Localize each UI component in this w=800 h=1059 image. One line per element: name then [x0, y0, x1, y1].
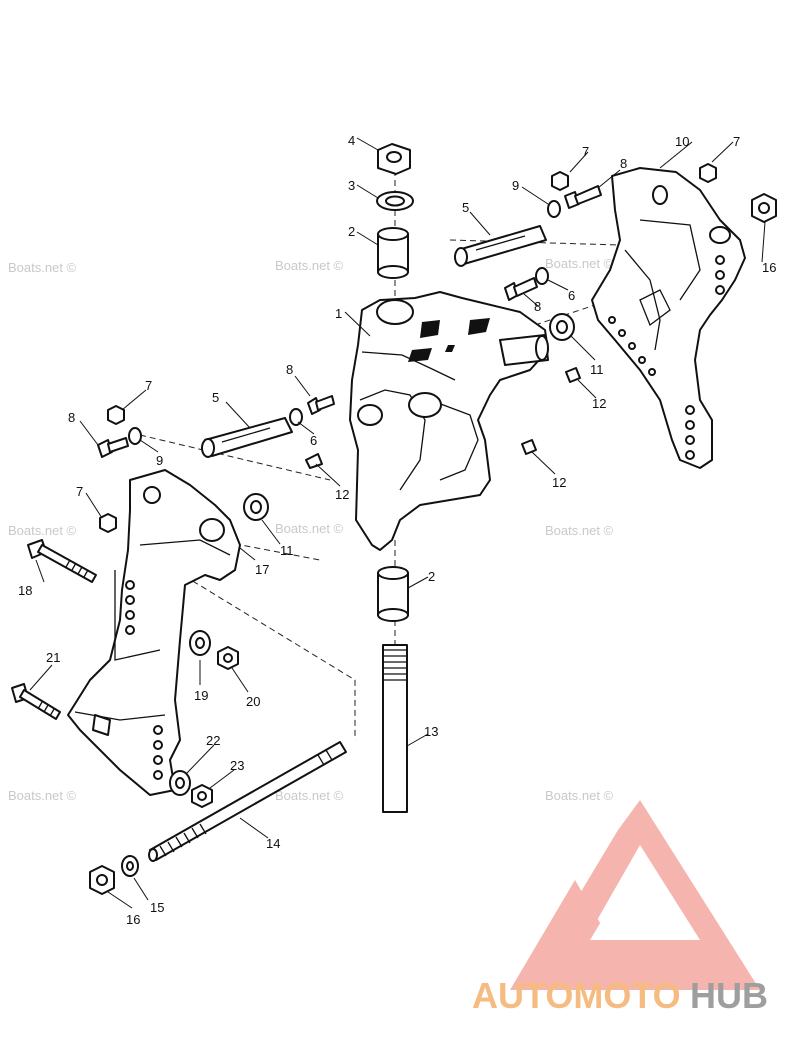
nut-20 — [217, 646, 239, 670]
label-5-right: 5 — [462, 200, 469, 215]
label-8-b: 8 — [286, 362, 293, 377]
washer-9-a — [128, 427, 142, 445]
label-2-upper: 2 — [348, 224, 355, 239]
bushing-lower — [377, 566, 409, 622]
label-8-a: 8 — [68, 410, 75, 425]
steering-tube — [382, 644, 408, 813]
label-12-c: 12 — [592, 396, 606, 411]
label-4: 4 — [348, 133, 355, 148]
washer-15 — [121, 855, 139, 877]
washer-6-a — [289, 408, 303, 426]
label-1: 1 — [335, 306, 342, 321]
link-5-right — [454, 225, 547, 267]
label-22: 22 — [206, 733, 220, 748]
label-6-b: 6 — [568, 288, 575, 303]
label-7-a: 7 — [145, 378, 152, 393]
label-7-c: 7 — [582, 144, 589, 159]
watermark-text: Boats.net © — [545, 788, 614, 803]
tilt-tube — [148, 741, 347, 862]
brand-logo: AUTOMOTO HUB — [472, 800, 768, 1016]
bolt-8-b — [307, 395, 335, 415]
label-8-d: 8 — [534, 299, 541, 314]
bushing-upper — [377, 227, 409, 279]
nut-7-d — [699, 163, 717, 183]
washer-11-left — [243, 493, 269, 521]
bolt-21 — [11, 683, 61, 720]
brand-text-secondary: HUB — [690, 975, 768, 1016]
label-19: 19 — [194, 688, 208, 703]
nut-7-a — [107, 405, 125, 425]
watermark-text: Boats.net © — [8, 523, 77, 538]
label-7-b: 7 — [76, 484, 83, 499]
swivel-bracket — [349, 291, 549, 551]
label-11-right: 11 — [590, 362, 604, 377]
label-15: 15 — [150, 900, 164, 915]
bolt-8-c — [564, 185, 602, 209]
locknut-16-left — [89, 865, 115, 895]
nut-7-b — [99, 513, 117, 533]
grease-fitting-b — [521, 439, 537, 455]
watermark-text: Boats.net © — [275, 521, 344, 536]
label-9-b: 9 — [512, 178, 519, 193]
washer-19 — [189, 630, 211, 656]
label-18: 18 — [18, 583, 32, 598]
watermark-text: Boats.net © — [275, 258, 344, 273]
label-14: 14 — [266, 836, 280, 851]
brand-text-primary: AUTOMOTO — [472, 975, 681, 1016]
label-11-left: 11 — [280, 543, 294, 558]
watermark-text: Boats.net © — [8, 260, 77, 275]
label-3: 3 — [348, 178, 355, 193]
bolt-8-d — [504, 277, 538, 301]
label-20: 20 — [246, 694, 260, 709]
label-17: 17 — [255, 562, 269, 577]
brand-logo-inner — [590, 890, 650, 940]
washer-11-right — [549, 313, 575, 341]
locknut-16-right — [751, 193, 777, 223]
watermark-text: Boats.net © — [545, 523, 614, 538]
label-5-left: 5 — [212, 390, 219, 405]
washer-6-b — [535, 267, 549, 285]
brand-logo-mark — [510, 800, 760, 990]
watermark-text: Boats.net © — [545, 256, 614, 271]
washer-22 — [169, 770, 191, 796]
label-16-left: 16 — [126, 912, 140, 927]
left-clamp-bracket — [67, 469, 241, 796]
grease-fitting-c — [565, 367, 581, 383]
right-clamp-bracket — [591, 167, 746, 469]
nut-4 — [377, 143, 411, 175]
label-9-a: 9 — [156, 453, 163, 468]
nut-23 — [191, 784, 213, 808]
label-8-c: 8 — [620, 156, 627, 171]
watermark-text: Boats.net © — [275, 788, 344, 803]
washer-9-b — [547, 200, 561, 218]
link-5-left — [201, 417, 293, 458]
bolt-8-a — [97, 437, 129, 458]
label-2-lower: 2 — [428, 569, 435, 584]
label-16-right: 16 — [762, 260, 776, 275]
label-6-a: 6 — [310, 433, 317, 448]
leader-lines — [29, 137, 766, 909]
grease-fitting-a — [305, 453, 323, 469]
label-10: 10 — [675, 134, 689, 149]
label-13: 13 — [424, 724, 438, 739]
nut-7-c — [551, 171, 569, 191]
watermark-text: Boats.net © — [8, 788, 77, 803]
label-21: 21 — [46, 650, 60, 665]
label-12-b: 12 — [552, 475, 566, 490]
label-12-a: 12 — [335, 487, 349, 502]
label-7-d: 7 — [733, 134, 740, 149]
bolt-18 — [27, 539, 97, 583]
part-labels: 4 3 2 1 5 7 8 9 10 7 16 6 8 11 12 12 12 … — [18, 133, 776, 927]
watermarks: Boats.net © Boats.net © Boats.net © Boat… — [8, 256, 614, 803]
washer-3 — [376, 191, 414, 211]
label-23: 23 — [230, 758, 244, 773]
